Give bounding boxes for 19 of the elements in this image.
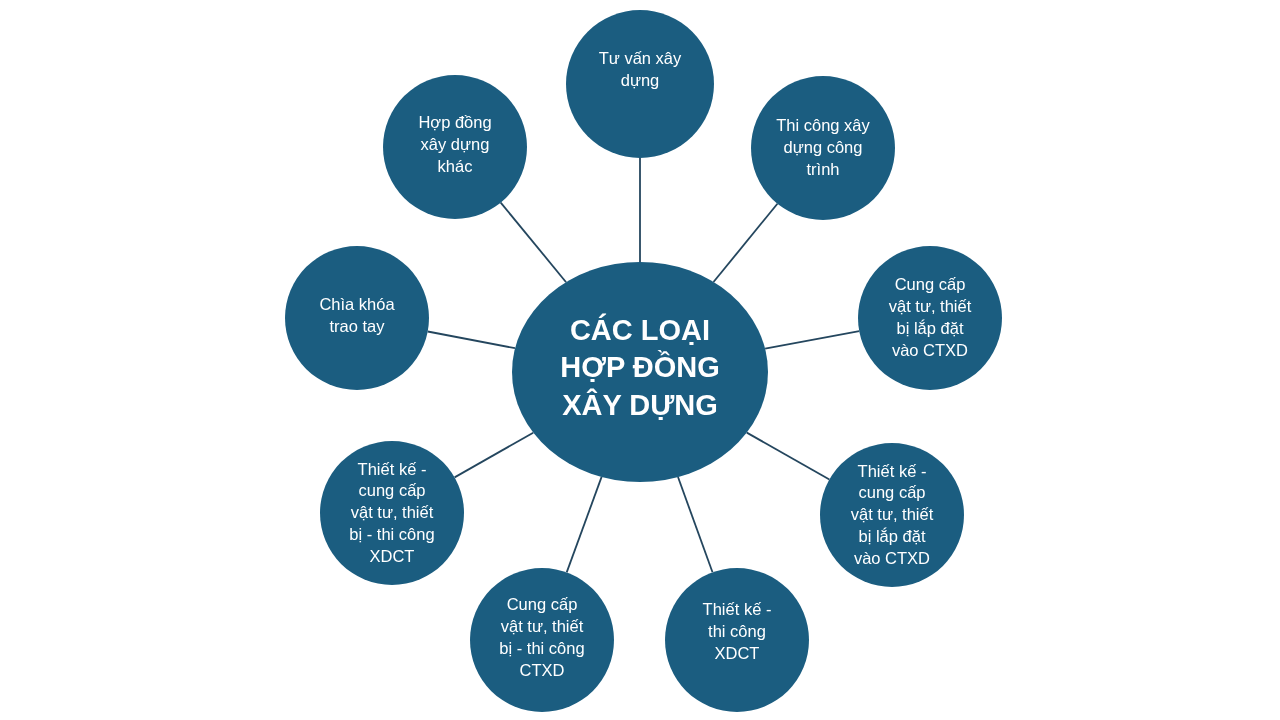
topic-label: Thiết kế - cung cấp vật tư, thiết bị - thi công XDCT xyxy=(348,458,436,567)
connector-line xyxy=(677,476,714,574)
connector-line xyxy=(764,330,861,350)
central-title: CÁC LOẠI HỢP ĐỒNG XÂY DỰNG xyxy=(559,312,721,423)
connector-line xyxy=(639,157,641,263)
connector-line xyxy=(426,330,516,350)
topic-label: Chìa khóa trao tay xyxy=(318,294,396,337)
connector-line xyxy=(712,202,779,283)
connector-line xyxy=(745,431,831,481)
connector-line xyxy=(453,431,535,479)
topic-label: Cung cấp vật tư, thiết bị - thi công CTXD xyxy=(498,594,586,681)
topic-label: Cung cấp vật tư, thiết bị lắp đặt vào CTXD xyxy=(887,274,973,361)
topic-label: Hợp đồng xây dựng khác xyxy=(417,112,493,177)
connector-line xyxy=(565,476,603,574)
topic-label: Thi công xây dựng công trình xyxy=(775,115,871,180)
topic-label: Tư vấn xây dựng xyxy=(597,48,683,91)
connector-line xyxy=(499,201,567,284)
topic-label: Thiết kế - cung cấp vật tư, thiết bị lắp đặt vào CTXD xyxy=(849,460,935,569)
topic-label: Thiết kế - thi công XDCT xyxy=(701,599,773,664)
